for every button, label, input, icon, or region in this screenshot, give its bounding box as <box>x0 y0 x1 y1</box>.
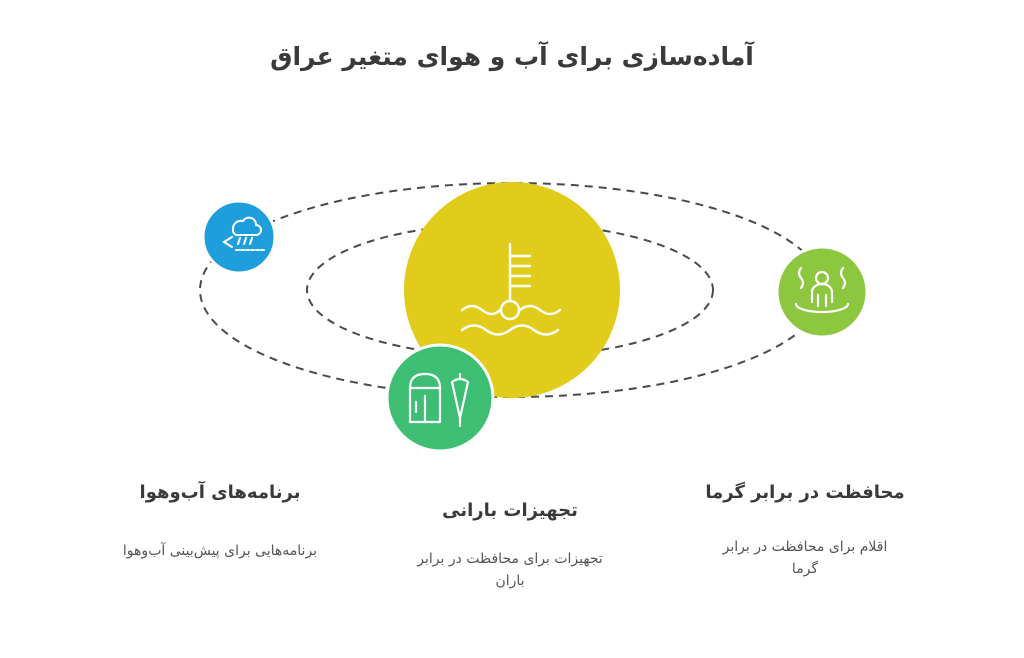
person-heat-icon <box>794 266 850 314</box>
weather-apps-node <box>201 199 277 275</box>
rain-gear-title: تجهیزات بارانی <box>442 500 578 521</box>
heat-protection-desc: اقلام برای محافظت در برابر گرما <box>665 536 945 580</box>
heat-protection-desc-line2: گرما <box>791 561 819 577</box>
rain-gear-desc-line1: تجهیزات برای محافظت در برابر <box>417 551 603 567</box>
weather-apps-title: برنامه‌های آب‌وهوا <box>139 482 301 503</box>
weather-apps-desc: برنامه‌هایی برای پیش‌بینی آب‌وهوا <box>122 543 318 559</box>
rain-gear-desc-line2: باران <box>495 573 525 589</box>
raincoat-umbrella-icon <box>408 372 470 428</box>
heat-protection-title: محافظت در برابر گرما <box>705 482 905 503</box>
thermometer-water-icon <box>460 242 562 336</box>
orbit-diagram <box>199 182 869 453</box>
heat-protection-desc-line1: اقلام برای محافظت در برابر <box>722 539 888 555</box>
heat-protection-node <box>775 245 869 339</box>
rain-cloud-icon <box>222 216 265 251</box>
rain-gear-desc: تجهیزات برای محافظت در برابر باران <box>370 548 650 592</box>
center-circle <box>404 182 620 398</box>
page-title: آماده‌سازی برای آب و هوای متغیر عراق <box>270 42 754 71</box>
